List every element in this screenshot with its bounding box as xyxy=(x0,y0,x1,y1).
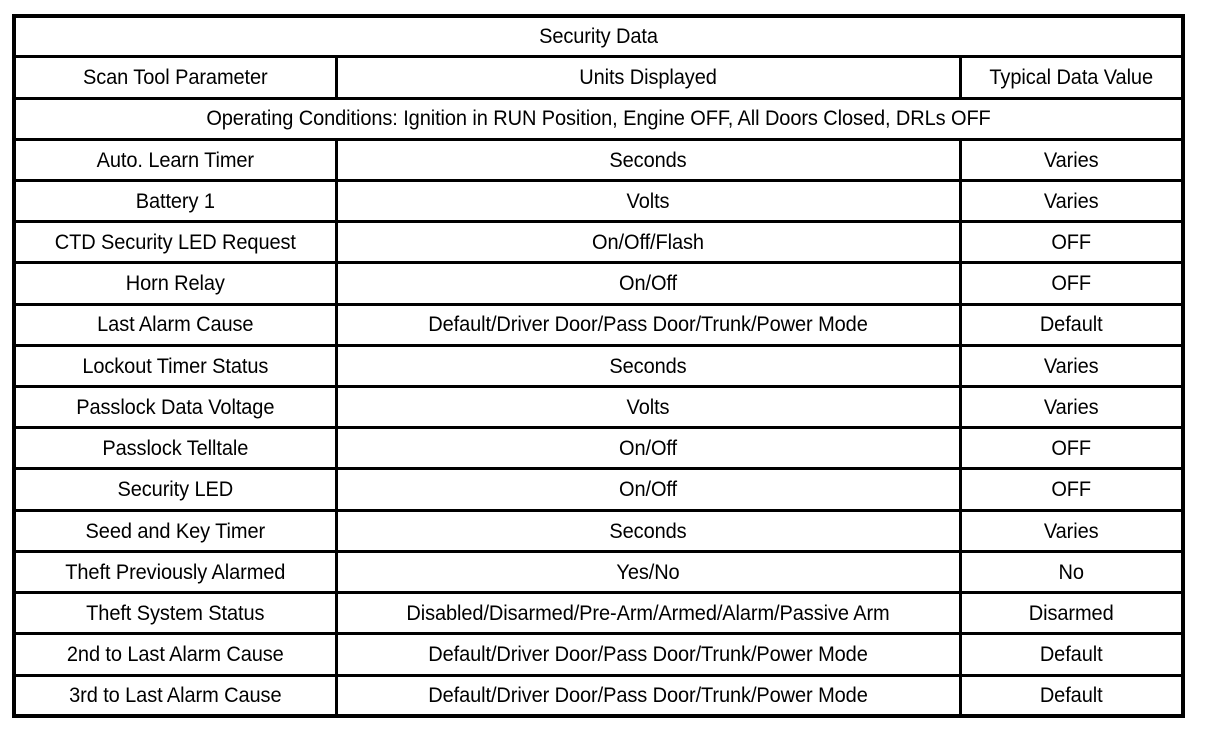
cell-units: Yes/No xyxy=(356,549,939,593)
table-title-row: Security Data xyxy=(16,18,1181,57)
cell-units: On/Off xyxy=(356,467,939,511)
cell-typical: Varies xyxy=(966,343,1174,387)
cell-parameter: Auto. Learn Timer xyxy=(27,137,325,181)
table-row: Passlock Data Voltage Volts Varies xyxy=(16,385,1181,428)
cell-typical: Varies xyxy=(966,385,1174,428)
cell-typical: Default xyxy=(966,673,1174,714)
cell-units: Seconds xyxy=(356,343,939,387)
security-data-table-container: Security Data Scan Tool Parameter Units … xyxy=(12,14,1185,718)
cell-typical: OFF xyxy=(966,467,1174,511)
cell-typical: OFF xyxy=(966,426,1174,469)
cell-parameter: 2nd to Last Alarm Cause xyxy=(27,632,325,676)
cell-units: Disabled/Disarmed/Pre-Arm/Armed/Alarm/Pa… xyxy=(356,591,939,634)
table-row: 3rd to Last Alarm Cause Default/Driver D… xyxy=(16,673,1181,714)
cell-parameter: CTD Security LED Request xyxy=(27,220,325,263)
table-row: Passlock Telltale On/Off OFF xyxy=(16,426,1181,469)
cell-typical: Varies xyxy=(966,178,1174,222)
security-data-table: Security Data Scan Tool Parameter Units … xyxy=(16,18,1182,714)
cell-parameter: Battery 1 xyxy=(27,178,325,222)
page-title: Security Data xyxy=(539,24,658,49)
column-header-units-displayed: Units Displayed xyxy=(356,55,939,99)
column-header-scan-tool-parameter: Scan Tool Parameter xyxy=(27,55,325,99)
cell-units: Seconds xyxy=(356,508,939,552)
cell-units: Default/Driver Door/Pass Door/Trunk/Powe… xyxy=(356,302,939,346)
cell-typical: OFF xyxy=(966,261,1174,305)
cell-units: On/Off xyxy=(356,261,939,305)
table-row: CTD Security LED Request On/Off/Flash OF… xyxy=(16,220,1181,263)
table-row: 2nd to Last Alarm Cause Default/Driver D… xyxy=(16,632,1181,676)
table-row: Theft System Status Disabled/Disarmed/Pr… xyxy=(16,591,1181,634)
cell-units: Default/Driver Door/Pass Door/Trunk/Powe… xyxy=(356,673,939,714)
table-row: Lockout Timer Status Seconds Varies xyxy=(16,343,1181,387)
cell-parameter: Last Alarm Cause xyxy=(27,302,325,346)
operating-conditions-row: Operating Conditions: Ignition in RUN Po… xyxy=(16,96,1181,140)
cell-parameter: Seed and Key Timer xyxy=(27,508,325,552)
table-row: Battery 1 Volts Varies xyxy=(16,178,1181,222)
cell-parameter: Security LED xyxy=(27,467,325,511)
cell-parameter: Passlock Data Voltage xyxy=(27,385,325,428)
table-row: Auto. Learn Timer Seconds Varies xyxy=(16,137,1181,181)
cell-typical: Default xyxy=(966,302,1174,346)
cell-typical: Default xyxy=(966,632,1174,676)
cell-typical: Disarmed xyxy=(966,591,1174,634)
cell-parameter: Horn Relay xyxy=(27,261,325,305)
cell-parameter: 3rd to Last Alarm Cause xyxy=(27,673,325,714)
cell-typical: Varies xyxy=(966,137,1174,181)
cell-units: Volts xyxy=(356,178,939,222)
cell-units: Default/Driver Door/Pass Door/Trunk/Powe… xyxy=(356,632,939,676)
cell-parameter: Lockout Timer Status xyxy=(27,343,325,387)
cell-typical: OFF xyxy=(966,220,1174,263)
table-row: Seed and Key Timer Seconds Varies xyxy=(16,508,1181,552)
table-body: Security Data Scan Tool Parameter Units … xyxy=(16,18,1181,714)
table-row: Last Alarm Cause Default/Driver Door/Pas… xyxy=(16,302,1181,346)
cell-typical: No xyxy=(966,549,1174,593)
cell-units: On/Off/Flash xyxy=(356,220,939,263)
table-row: Security LED On/Off OFF xyxy=(16,467,1181,511)
cell-typical: Varies xyxy=(966,508,1174,552)
cell-units: Volts xyxy=(356,385,939,428)
cell-parameter: Passlock Telltale xyxy=(27,426,325,469)
cell-units: Seconds xyxy=(356,137,939,181)
cell-units: On/Off xyxy=(356,426,939,469)
cell-parameter: Theft System Status xyxy=(27,591,325,634)
operating-conditions-text: Operating Conditions: Ignition in RUN Po… xyxy=(56,96,1141,140)
table-row: Theft Previously Alarmed Yes/No No xyxy=(16,549,1181,593)
cell-parameter: Theft Previously Alarmed xyxy=(27,549,325,593)
table-header-row: Scan Tool Parameter Units Displayed Typi… xyxy=(16,55,1181,99)
column-header-typical-data-value: Typical Data Value xyxy=(966,55,1174,99)
table-row: Horn Relay On/Off OFF xyxy=(16,261,1181,305)
